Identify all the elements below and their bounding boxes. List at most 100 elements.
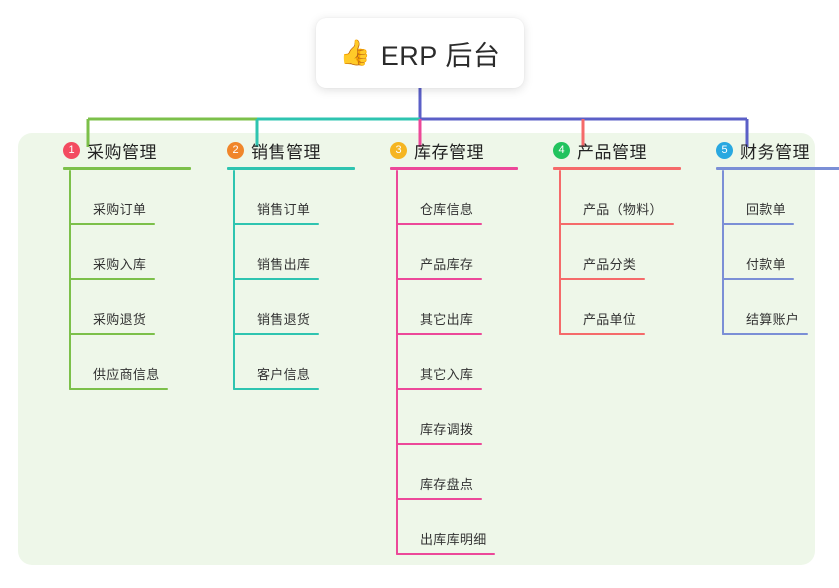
- branch-item-label: 库存调拨: [420, 422, 474, 437]
- branch-item-rule: [233, 223, 319, 225]
- branch-items: 产品（物料） 产品分类产品单位: [559, 170, 681, 335]
- branch-item[interactable]: 其它入库: [396, 335, 518, 390]
- branch-column-4: 4 产品管理产品（物料） 产品分类产品单位: [534, 133, 681, 335]
- branch-underline: [227, 167, 355, 170]
- branch-item[interactable]: 产品分类: [559, 225, 681, 280]
- branch-item-rule: [559, 333, 645, 335]
- branch-item[interactable]: 销售退货: [233, 280, 355, 335]
- branch-spine: [722, 170, 724, 335]
- branch-item[interactable]: 回款单: [722, 170, 839, 225]
- branch-item[interactable]: 产品（物料）: [559, 170, 681, 225]
- branch-item-rule: [396, 498, 482, 500]
- branch-item[interactable]: 仓库信息: [396, 170, 518, 225]
- branch-item-rule: [69, 333, 155, 335]
- branch-item-rule: [396, 388, 482, 390]
- branch-header-5[interactable]: 5 财务管理: [697, 133, 839, 167]
- branch-item-rule: [396, 443, 482, 445]
- branch-item[interactable]: 付款单: [722, 225, 839, 280]
- branch-item-label: 其它出库: [420, 312, 474, 327]
- branch-item[interactable]: 产品库存: [396, 225, 518, 280]
- branch-item-rule: [233, 333, 319, 335]
- branch-title: 采购管理: [87, 142, 157, 162]
- branch-title: 产品管理: [577, 142, 647, 162]
- branch-item-rule: [233, 388, 319, 390]
- branch-item[interactable]: 采购入库: [69, 225, 191, 280]
- branch-item-label: 销售退货: [257, 312, 311, 327]
- branch-item-rule: [233, 278, 319, 280]
- branch-item-label: 付款单: [746, 257, 786, 272]
- branch-item-label: 结算账户: [746, 312, 800, 327]
- branch-title: 销售管理: [251, 142, 321, 162]
- branch-item-label: 销售订单: [257, 202, 311, 217]
- branch-item-rule: [559, 278, 645, 280]
- branch-item-label: 采购入库: [93, 257, 147, 272]
- root-node-card[interactable]: 👍 ERP 后台: [316, 18, 524, 88]
- branch-number-badge: 4: [553, 141, 570, 159]
- branch-item-label: 仓库信息: [420, 202, 474, 217]
- branch-items: 销售订单销售出库销售退货客户信息: [233, 170, 355, 390]
- branch-item-label: 产品库存: [420, 257, 474, 272]
- branch-number-badge: 5: [716, 141, 733, 159]
- branch-item-rule: [396, 223, 482, 225]
- branch-item-label: 回款单: [746, 202, 786, 217]
- branch-item-rule: [69, 223, 155, 225]
- branch-header-3[interactable]: 3 库存管理: [371, 133, 518, 167]
- branch-item[interactable]: 结算账户: [722, 280, 839, 335]
- branch-item-label: 产品分类: [583, 257, 637, 272]
- branch-item-rule: [396, 553, 495, 555]
- branch-item-rule: [396, 278, 482, 280]
- branch-column-1: 1 采购管理采购订单采购入库采购退货供应商信息: [44, 133, 191, 390]
- branch-title: 库存管理: [414, 142, 484, 162]
- branch-item-label: 销售出库: [257, 257, 311, 272]
- branch-items: 仓库信息产品库存其它出库其它入库库存调拨库存盘点出库库明细: [396, 170, 518, 555]
- branch-underline: [63, 167, 191, 170]
- branch-header-4[interactable]: 4 产品管理: [534, 133, 681, 167]
- branch-item-label: 采购订单: [93, 202, 147, 217]
- branch-item-rule: [722, 333, 808, 335]
- branch-item-label: 产品单位: [583, 312, 637, 327]
- branch-column-3: 3 库存管理仓库信息产品库存其它出库其它入库库存调拨库存盘点出库库明细: [371, 133, 518, 555]
- branch-item[interactable]: 客户信息: [233, 335, 355, 390]
- branch-item-label: 库存盘点: [420, 477, 474, 492]
- branch-item[interactable]: 出库库明细: [396, 500, 518, 555]
- branch-item-label: 客户信息: [257, 367, 311, 382]
- branch-item-label: 出库库明细: [420, 532, 487, 547]
- branch-item[interactable]: 其它出库: [396, 280, 518, 335]
- branch-spine: [69, 170, 71, 390]
- branch-number-badge: 1: [63, 141, 80, 159]
- branch-items: 回款单付款单结算账户: [722, 170, 839, 335]
- branch-underline: [716, 167, 839, 170]
- thumbs-up-icon: 👍: [339, 38, 371, 67]
- branch-column-5: 5 财务管理回款单付款单结算账户: [697, 133, 839, 335]
- branch-spine: [396, 170, 398, 555]
- branch-number-badge: 3: [390, 141, 407, 159]
- branch-item[interactable]: 采购订单: [69, 170, 191, 225]
- branch-underline: [390, 167, 518, 170]
- branch-item[interactable]: 采购退货: [69, 280, 191, 335]
- branch-item-label: 其它入库: [420, 367, 474, 382]
- branch-item[interactable]: 产品单位: [559, 280, 681, 335]
- branch-item[interactable]: 库存调拨: [396, 390, 518, 445]
- branches-panel: [18, 133, 815, 565]
- branch-title: 财务管理: [740, 142, 810, 162]
- branch-item-label: 采购退货: [93, 312, 147, 327]
- branch-item-label: 产品（物料）: [583, 202, 663, 217]
- branch-spine: [233, 170, 235, 390]
- branch-spine: [559, 170, 561, 335]
- branch-item-rule: [69, 388, 168, 390]
- branch-item[interactable]: 销售订单: [233, 170, 355, 225]
- branch-item[interactable]: 销售出库: [233, 225, 355, 280]
- branch-item[interactable]: 供应商信息: [69, 335, 191, 390]
- branch-item-rule: [396, 333, 482, 335]
- branch-underline: [553, 167, 681, 170]
- branch-item-rule: [722, 223, 794, 225]
- branch-items: 采购订单采购入库采购退货供应商信息: [69, 170, 191, 390]
- branch-item-rule: [722, 278, 794, 280]
- branch-item[interactable]: 库存盘点: [396, 445, 518, 500]
- branch-item-label: 供应商信息: [93, 367, 160, 382]
- branch-header-1[interactable]: 1 采购管理: [44, 133, 191, 167]
